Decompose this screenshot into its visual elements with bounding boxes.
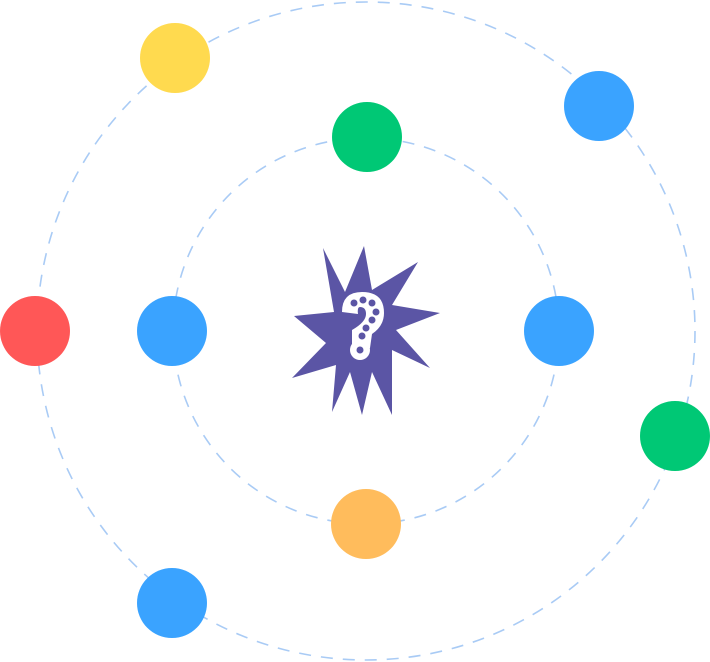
outer-node-yellow bbox=[140, 23, 210, 93]
outer-node-red bbox=[0, 296, 70, 366]
question-dots bbox=[350, 296, 380, 354]
question-mark-splat-icon bbox=[292, 246, 440, 415]
inner-node-blue-right bbox=[524, 296, 594, 366]
outer-node-green bbox=[640, 401, 710, 471]
outer-orbit bbox=[36, 1, 696, 661]
inner-node-green bbox=[332, 102, 402, 172]
outer-node-blue-bottom-left bbox=[137, 568, 207, 638]
nodes bbox=[0, 23, 710, 638]
inner-node-blue-left bbox=[137, 296, 207, 366]
outer-node-blue-top-right bbox=[564, 71, 634, 141]
inner-node-orange bbox=[331, 489, 401, 559]
